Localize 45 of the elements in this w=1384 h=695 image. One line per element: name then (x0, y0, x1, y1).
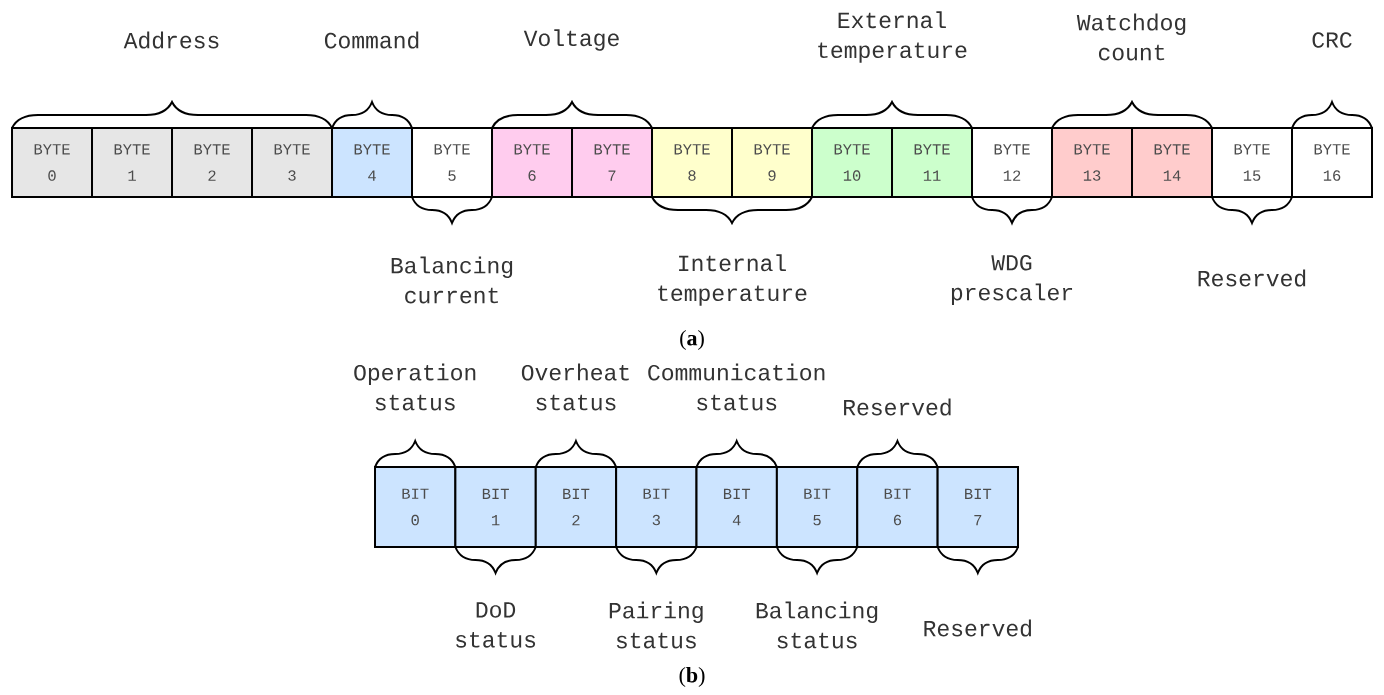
byte-cell: BYTE 3 (251, 127, 333, 198)
byte-cell: BYTE 16 (1291, 127, 1373, 198)
byte-cell: BYTE 9 (731, 127, 813, 198)
field-label: Reserved (924, 619, 1031, 637)
byte-cell: BYTE 2 (171, 127, 253, 198)
panel-label: (b) (679, 667, 705, 687)
byte-cell: BIT 3 (615, 466, 698, 548)
field-label: Address (123, 31, 219, 49)
field-label: Reserved (1198, 269, 1306, 287)
byte-cell: BIT 5 (775, 466, 859, 548)
byte-cell: BYTE 5 (411, 127, 493, 198)
byte-cell: BYTE 8 (651, 127, 733, 198)
byte-cell: BYTE 1 (91, 127, 173, 198)
panel-label: (a) (680, 330, 704, 350)
field-label: Voltage (523, 29, 619, 51)
byte-cell: BIT 1 (454, 466, 537, 548)
byte-cell: BYTE 0 (11, 127, 93, 198)
field-label: Internal temperature (658, 254, 807, 306)
byte-cell: BYTE 12 (971, 127, 1053, 198)
byte-cell: BIT 6 (856, 466, 939, 548)
byte-cell: BYTE 15 (1211, 127, 1293, 198)
field-label: DoD status (456, 602, 536, 648)
field-label: External temperature (818, 11, 967, 63)
field-label: Overheat status (521, 363, 629, 411)
field-label: Pairing status (609, 601, 703, 649)
byte-cell: BIT 2 (534, 466, 618, 548)
field-label: Watchdog count (1076, 13, 1186, 61)
byte-cell: BIT 7 (936, 466, 1019, 548)
field-label: Communication status (648, 363, 825, 411)
field-label: Balancing current (391, 256, 513, 304)
byte-cell: BIT 4 (695, 466, 778, 548)
field-label: Balancing status (756, 601, 878, 649)
field-label: CRC (1312, 32, 1352, 48)
byte-cell: BYTE 6 (491, 127, 573, 198)
field-label: WDG prescaler (951, 254, 1073, 305)
byte-cell: BYTE 14 (1131, 127, 1213, 198)
byte-cell: BYTE 13 (1051, 127, 1133, 198)
byte-cell: BYTE 4 (331, 127, 413, 198)
byte-cell: BYTE 7 (571, 127, 653, 198)
field-label: Reserved (844, 398, 951, 416)
field-label: Command (324, 31, 419, 49)
byte-cell: BYTE 11 (891, 127, 973, 198)
byte-cell: BYTE 10 (811, 127, 893, 198)
byte-cell: BIT 0 (374, 466, 457, 548)
field-label: Operation status (354, 363, 476, 411)
